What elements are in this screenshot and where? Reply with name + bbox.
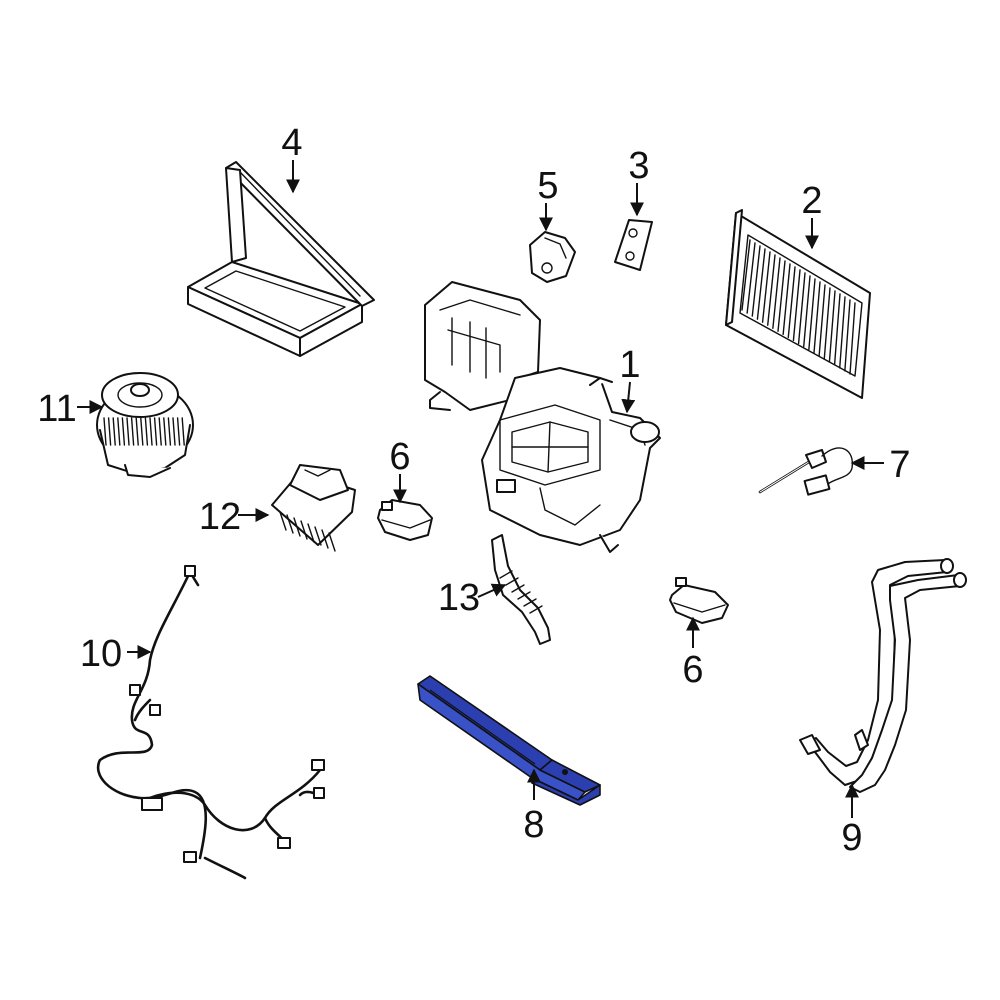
part-6-module-upper[interactable] (377, 499, 433, 541)
part-9-heater-pipes[interactable] (799, 558, 967, 793)
part-3-expansion-valve[interactable] (614, 219, 653, 271)
callout-4: 4 (281, 122, 302, 164)
callout-2: 2 (801, 180, 822, 222)
callout-5: 5 (537, 165, 558, 207)
part-10-wiring-harness[interactable] (96, 565, 325, 880)
callout-8: 8 (523, 804, 544, 846)
callout-12: 12 (199, 496, 241, 538)
part-8-heater-core[interactable] (417, 675, 601, 806)
part-2-evaporator-core[interactable] (725, 209, 871, 399)
part-11-blower-motor[interactable] (96, 372, 194, 478)
part-1-hvac-case[interactable] (424, 281, 661, 553)
callout-1: 1 (619, 344, 640, 386)
callout-6-lower: 6 (682, 649, 703, 691)
callout-13: 13 (438, 577, 480, 619)
part-5-actuator[interactable] (529, 231, 576, 283)
part-6-module-lower[interactable] (669, 577, 729, 624)
callout-10: 10 (80, 633, 122, 675)
leader-arrows (77, 160, 884, 818)
callout-3: 3 (628, 145, 649, 187)
part-12-blower-resistor[interactable] (271, 464, 356, 552)
callout-9: 9 (841, 817, 862, 859)
callout-11: 11 (37, 388, 76, 430)
callout-labels: 1 2 3 4 5 6 6 7 8 9 10 11 12 13 (37, 122, 910, 859)
callout-6-upper: 6 (389, 436, 410, 478)
part-7-sensor[interactable] (758, 447, 854, 496)
callout-7: 7 (889, 444, 910, 486)
part-13-drain-hose[interactable] (491, 534, 551, 645)
part-4-cabin-filter[interactable] (187, 161, 375, 357)
